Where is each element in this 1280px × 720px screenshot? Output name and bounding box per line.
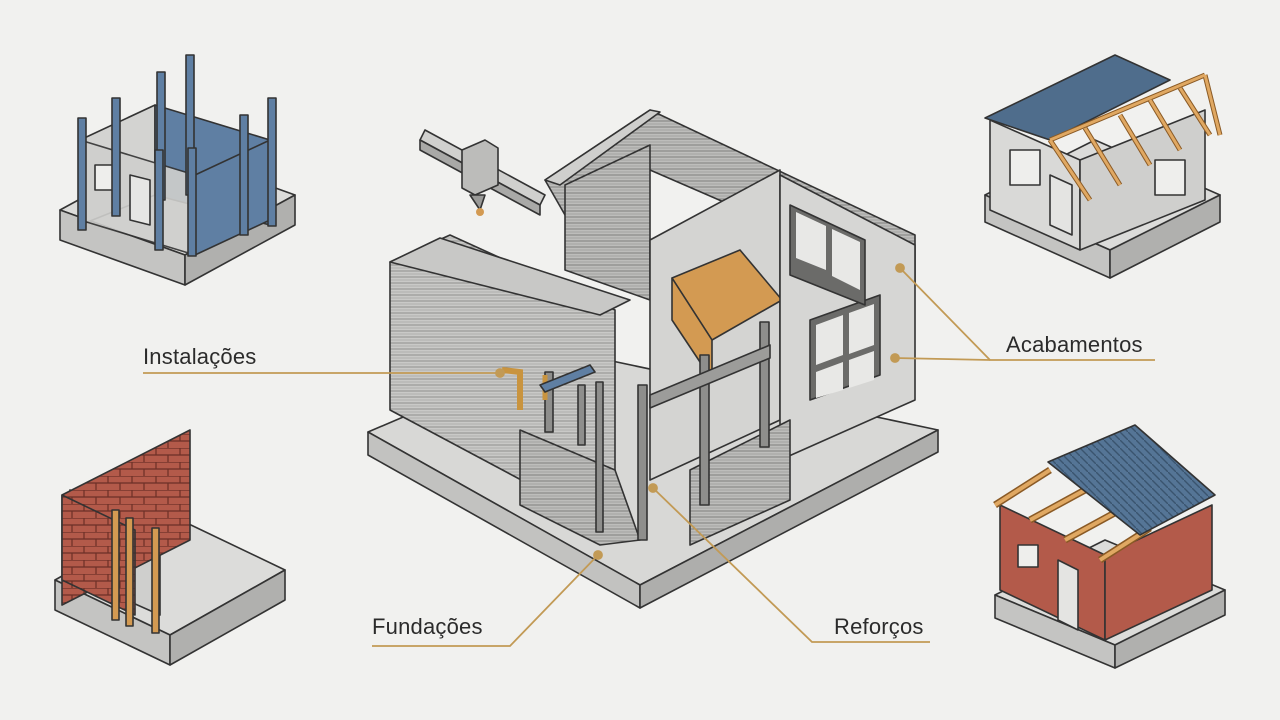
- 3d-printer-gantry-icon: [419, 129, 546, 216]
- label-acabamentos: Acabamentos: [1006, 332, 1143, 357]
- brick-house-icon: [993, 424, 1226, 669]
- label-reforcos: Reforços: [834, 614, 924, 639]
- leader-lines: [143, 263, 1155, 647]
- roof-truss-house-icon: [984, 54, 1223, 279]
- house-frame-icon: [59, 54, 296, 286]
- label-instalacoes: Instalações: [143, 344, 257, 369]
- label-fundacoes: Fundações: [372, 614, 483, 639]
- brick-wall-icon: [54, 429, 286, 666]
- printed-house: [367, 109, 939, 609]
